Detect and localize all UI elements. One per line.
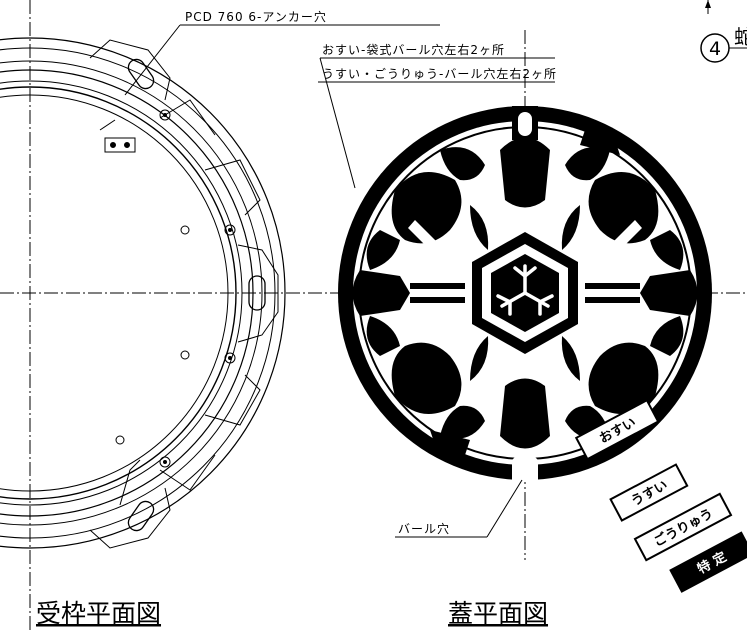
pcd-callout bbox=[124, 24, 440, 96]
bar-hole-label: バール穴 bbox=[398, 521, 450, 536]
lid-plan-drawing: おすい bbox=[330, 30, 747, 560]
marker-number: 4 bbox=[709, 38, 721, 60]
usui-hole-label: うすい・ごうりゅう-バール穴左右2ヶ所 bbox=[322, 66, 557, 81]
pcd-label: PCD 760 6-アンカー穴 bbox=[185, 9, 327, 24]
osui-hole-callout bbox=[318, 57, 555, 189]
frame-plan-caption: 受枠平面図 bbox=[36, 599, 161, 628]
tag-tokutei: 特 定 bbox=[669, 531, 747, 593]
center-emblem-icon bbox=[472, 232, 578, 354]
tag-usui: うすい bbox=[609, 463, 689, 522]
osui-hole-label: おすい-袋式バール穴左右2ヶ所 bbox=[322, 42, 505, 57]
marker-glyph: 蛇 bbox=[734, 25, 747, 49]
bar-hole-callout bbox=[395, 479, 523, 538]
marker-4: 4 蛇 bbox=[700, 0, 747, 63]
frame-plan-drawing bbox=[0, 0, 340, 633]
lid-plan-caption: 蓋平面図 bbox=[448, 599, 548, 628]
